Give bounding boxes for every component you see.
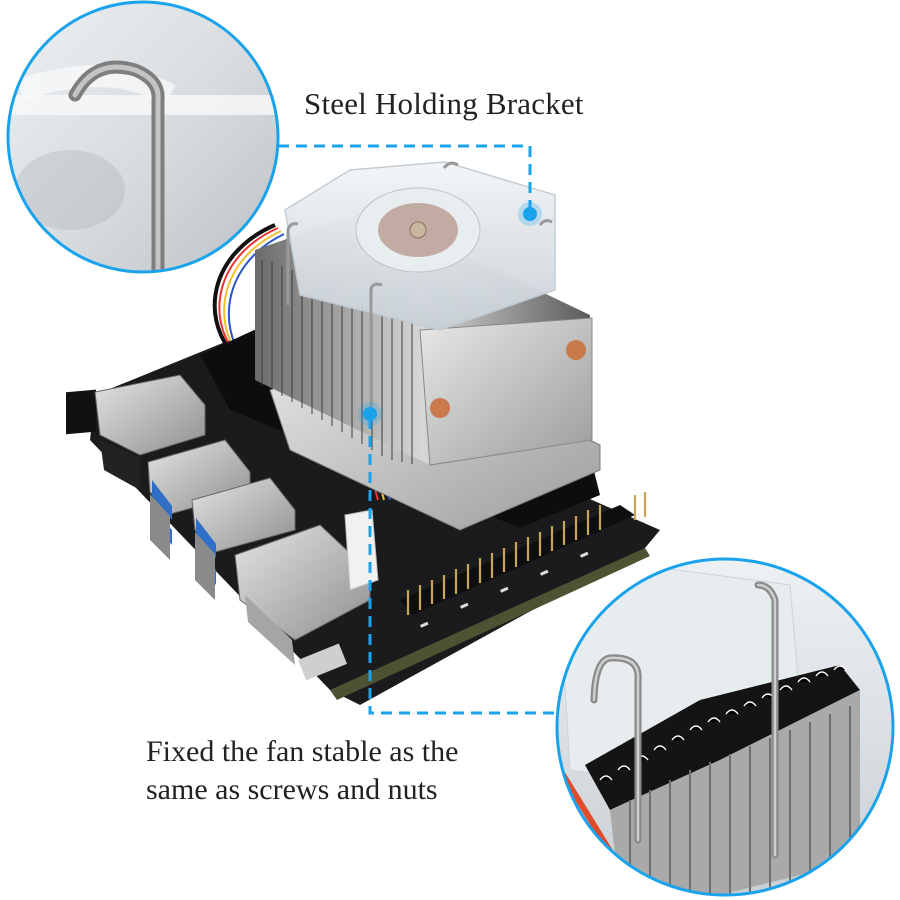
callout-label-bottom-line1: Fixed the fan stable as the — [146, 735, 459, 768]
micro-usb-port — [297, 643, 348, 681]
steel-bracket — [286, 222, 299, 305]
callout-label-top: Steel Holding Bracket — [304, 86, 584, 121]
heatpipe-cap — [430, 398, 450, 418]
heatpipe-cap — [566, 340, 586, 360]
callout-line-bottom — [368, 418, 556, 715]
callout-label-bottom-line2: same as screws and nuts — [146, 773, 438, 806]
callout-line-top — [278, 144, 532, 212]
dc-jack — [66, 389, 96, 435]
gpio-header — [400, 492, 647, 628]
zoom-circle-top — [6, 0, 280, 274]
usb-ports — [147, 439, 296, 600]
heatsink-end-plate — [419, 317, 593, 466]
display-port — [94, 374, 206, 456]
callout-label-bottom: Fixed the fan stable as the same as scre… — [146, 733, 546, 809]
fan-connector — [344, 509, 379, 591]
steel-bracket — [369, 282, 383, 410]
zoom-circle-bottom — [555, 557, 895, 897]
board-assembly — [66, 161, 660, 705]
fan — [284, 161, 556, 331]
